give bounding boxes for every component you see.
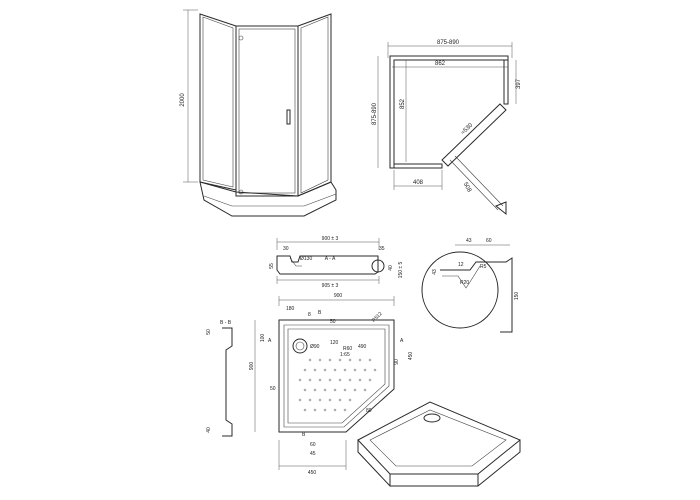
tray-left-50: 50 [270, 386, 276, 392]
tray-r60: R60 [343, 346, 352, 352]
tray-drain-x: 180 [286, 306, 295, 312]
tray-drain-dia: Ø90 [310, 344, 320, 350]
tray-bottom-45: 45 [310, 451, 316, 457]
detail-r5: R5 [480, 264, 487, 270]
section-b-top: B [318, 310, 322, 316]
tray-drain [292, 338, 308, 354]
detail-dim-12: 12 [458, 262, 464, 268]
tray-dim-50: 50 [330, 319, 336, 325]
plan-inner-depth: 852 [400, 98, 406, 109]
detail-r20: R20 [460, 280, 469, 286]
bb-label: B - B [220, 320, 232, 326]
tray-depth: 900 [249, 362, 255, 371]
tray-bottom-60: 60 [310, 442, 316, 448]
hinge-top [238, 35, 244, 41]
tray-dim-1: 1:65 [340, 352, 350, 358]
tray-dim-8: 8 [308, 312, 311, 318]
door-handle [286, 109, 291, 125]
plan-diagonal: ≈530 [460, 122, 474, 136]
tray-right-90: 90 [394, 359, 400, 365]
height-label: 2000 [180, 93, 186, 107]
plan-inner-width: 862 [435, 61, 446, 67]
aa-bottom-width: 905 ± 3 [322, 283, 339, 289]
iso-drain [423, 413, 441, 423]
detail-circle-small [371, 259, 385, 273]
tray-dim-490: 490 [358, 344, 367, 350]
enclosure-elevation: 2000 [180, 9, 337, 217]
plan-view: 875-890 862 875-890 852 397 ≈530 408 508 [372, 40, 522, 216]
tray-dim-120: 120 [330, 340, 339, 346]
aa-left-height: 55 [269, 263, 275, 269]
section-a-left: A [268, 338, 272, 344]
bb-top: 50 [206, 329, 212, 335]
tray-plan: 900 900 180 8 50 R512 100 Ø90 120 R60 1:… [249, 293, 414, 476]
tray-width: 900 [334, 293, 343, 299]
section-aa: 900 ± 3 30 35 Ø130 A - A 55 40 150 ± 5 9… [269, 236, 404, 289]
detail-dim-43: 43 [466, 238, 472, 244]
section-b-bottom: B [302, 432, 306, 438]
aa-top-width: 900 ± 3 [322, 236, 339, 242]
aa-label: A - A [325, 256, 336, 262]
tray-drain-y: 100 [260, 334, 266, 343]
detail-dim-60: 60 [486, 238, 492, 244]
aa-drain: Ø130 [300, 256, 312, 262]
detail-dim-43b: 43 [432, 269, 438, 275]
tray-diagonal: R512 [371, 311, 384, 324]
detail-height: 150 [514, 292, 520, 301]
aa-depth: 150 ± 5 [398, 261, 404, 278]
plan-side-panel: 397 [516, 78, 522, 89]
plan-overall-depth: 875-890 [372, 102, 378, 125]
tray-isometric [357, 401, 521, 487]
bb-bottom: 40 [206, 427, 212, 433]
aa-right-rim: 35 [379, 246, 385, 252]
aa-rim-left: 30 [283, 246, 289, 252]
aa-right-height: 40 [388, 265, 394, 271]
section-a-right: A [400, 338, 404, 344]
detail-circle-large [421, 251, 499, 329]
plan-front-left: 408 [413, 180, 424, 186]
section-bb: B - B 50 40 [206, 320, 233, 437]
detail-profile: 43 60 12 43 R5 R20 150 [421, 238, 520, 333]
plan-front-right: 508 [462, 182, 473, 194]
tray-right-450: 450 [408, 352, 414, 361]
tray-bottom-450: 450 [308, 470, 317, 476]
plan-overall-width: 875-890 [437, 40, 460, 46]
tray-corner-80: 80 [366, 408, 372, 414]
